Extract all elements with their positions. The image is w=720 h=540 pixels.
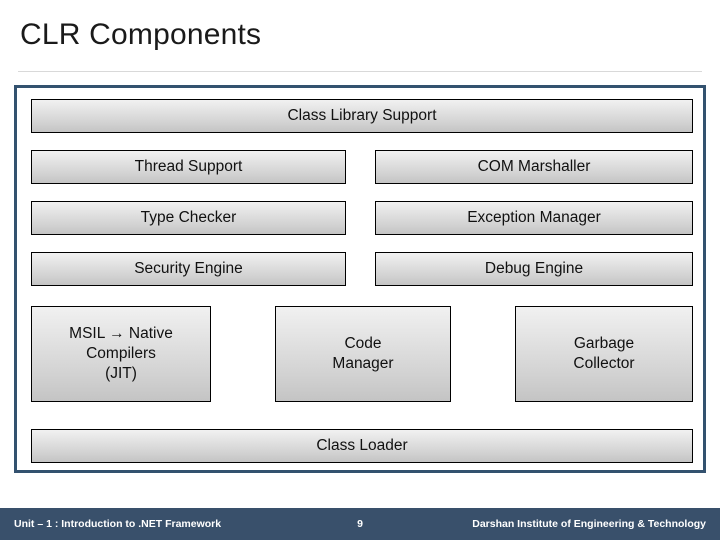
block-label-line-1: Garbage <box>573 335 635 353</box>
block-label: Debug Engine <box>484 260 584 278</box>
block-label-line-1: Code <box>344 335 382 353</box>
block-label-line-2: Compilers <box>86 345 156 363</box>
block-label-group: MSIL → Native Compilers (JIT) <box>69 324 173 383</box>
block-msil-native-compilers-jit[interactable]: MSIL → Native Compilers (JIT) <box>31 306 211 402</box>
block-security-engine[interactable]: Security Engine <box>31 252 346 286</box>
page-title: CLR Components <box>20 18 262 51</box>
block-type-checker[interactable]: Type Checker <box>31 201 346 235</box>
block-label: COM Marshaller <box>477 158 591 176</box>
footer-unit-label: Unit – 1 : Introduction to .NET Framewor… <box>14 518 222 530</box>
block-label: Class Loader <box>316 437 408 455</box>
block-label-line-1: MSIL → Native <box>69 325 173 343</box>
slide-footer: Unit – 1 : Introduction to .NET Framewor… <box>0 508 720 540</box>
clr-components-diagram: Class Library Support Thread Support COM… <box>14 85 706 473</box>
block-label: Type Checker <box>140 209 237 227</box>
block-com-marshaller[interactable]: COM Marshaller <box>375 150 693 184</box>
block-class-library-support[interactable]: Class Library Support <box>31 99 693 133</box>
footer-page-number: 9 <box>357 518 363 530</box>
block-label-line-2: Collector <box>573 355 635 372</box>
block-debug-engine[interactable]: Debug Engine <box>375 252 693 286</box>
block-code-manager[interactable]: Code Manager <box>275 306 451 402</box>
block-label-line-3: (JIT) <box>105 364 137 382</box>
title-divider <box>18 71 702 72</box>
block-thread-support[interactable]: Thread Support <box>31 150 346 184</box>
footer-institute-label: Darshan Institute of Engineering & Techn… <box>472 518 706 530</box>
block-label: Thread Support <box>134 158 243 176</box>
block-label-group: Garbage Collector <box>573 334 634 374</box>
block-exception-manager[interactable]: Exception Manager <box>375 201 693 235</box>
block-label-group: Code Manager <box>332 334 393 374</box>
block-class-loader[interactable]: Class Loader <box>31 429 693 463</box>
block-label: Security Engine <box>134 260 243 278</box>
block-label: Class Library Support <box>287 107 437 125</box>
block-garbage-collector[interactable]: Garbage Collector <box>515 306 693 402</box>
block-label-line-2: Manager <box>332 355 394 372</box>
block-label: Exception Manager <box>467 209 601 227</box>
